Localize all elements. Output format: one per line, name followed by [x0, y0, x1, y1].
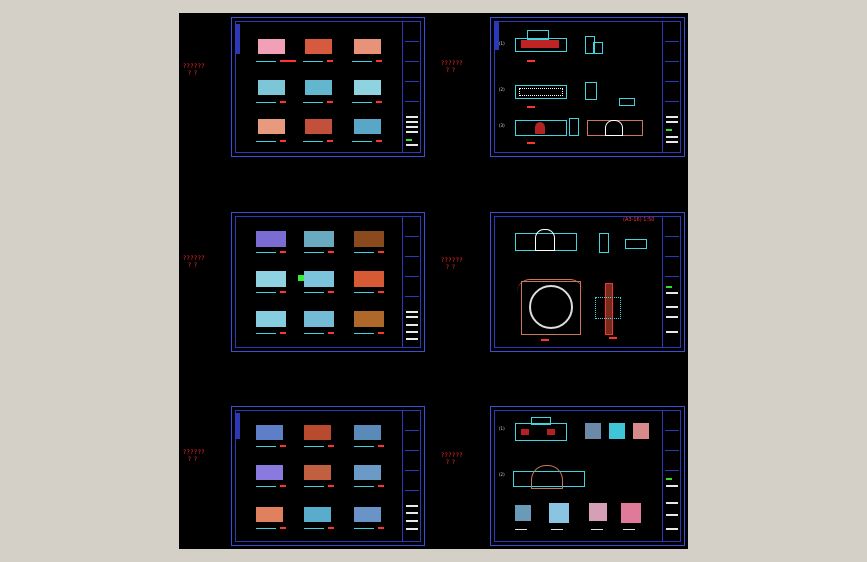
side-strip	[235, 24, 240, 54]
thumb-panel	[354, 507, 381, 522]
thumb-panel	[354, 425, 381, 440]
title-block	[662, 216, 681, 348]
row-mark: (1)	[499, 426, 505, 431]
thumb-panel	[256, 465, 283, 480]
pattern-tile	[515, 505, 531, 521]
elevation-drawing	[515, 38, 567, 52]
sheet-label-2: ?????? ? ?	[441, 60, 464, 74]
thumb-panel	[354, 465, 381, 480]
side-strip	[235, 413, 240, 439]
drawing-sheet-3[interactable]	[231, 212, 425, 352]
elevation-drawing	[515, 120, 567, 136]
thumb-panel	[354, 119, 381, 134]
title-block	[402, 410, 421, 542]
sheet-label-3: ?????? ? ?	[183, 255, 206, 269]
thumb-panel	[258, 80, 285, 95]
thumb-panel	[304, 465, 331, 480]
row-mark: (2)	[499, 472, 505, 477]
thumb-panel	[256, 271, 286, 287]
thumb-panel	[304, 271, 334, 287]
thumb-panel	[305, 80, 332, 95]
pattern-tile	[609, 423, 625, 439]
drawing-sheet-5[interactable]	[231, 406, 425, 546]
pattern-tile	[549, 503, 569, 523]
pattern-tile	[585, 423, 601, 439]
sheet-label-1: ?????? ? ?	[183, 63, 206, 77]
drawing-sheet-6[interactable]: (1) (2)	[490, 406, 685, 546]
pattern-tile	[633, 423, 649, 439]
thumb-panel	[305, 119, 332, 134]
thumb-panel	[354, 271, 384, 287]
sheet-annotation: (A3-16) 1:50	[623, 217, 655, 223]
thumb-panel	[354, 80, 381, 95]
title-block	[662, 21, 681, 153]
wall-elevation	[515, 423, 567, 441]
sheet-label-5: ?????? ? ?	[183, 449, 206, 463]
thumb-panel	[256, 507, 283, 522]
thumb-panel	[256, 425, 283, 440]
thumb-panel	[304, 231, 334, 247]
thumb-panel	[258, 119, 285, 134]
title-block	[402, 216, 421, 348]
thumb-panel	[304, 425, 331, 440]
row-mark: (2)	[499, 87, 505, 92]
drawing-sheet-1[interactable]	[231, 17, 425, 157]
thumb-panel	[354, 231, 384, 247]
side-strip	[494, 22, 499, 50]
thumb-panel	[354, 311, 384, 327]
elevation-drawing	[515, 85, 567, 99]
thumb-panel	[354, 39, 381, 54]
thumb-panel	[304, 311, 334, 327]
row-mark: (3)	[499, 123, 505, 128]
row-mark: (1)	[499, 41, 505, 46]
pattern-tile	[589, 503, 607, 521]
drawing-sheet-2[interactable]: (1) (2) (3)	[490, 17, 685, 157]
drawing-sheet-4[interactable]: (A3-16) 1:50	[490, 212, 685, 352]
thumb-panel	[304, 507, 331, 522]
title-block	[662, 410, 681, 542]
pillar-section	[605, 283, 613, 335]
pattern-tile	[621, 503, 641, 523]
thumb-panel	[256, 231, 286, 247]
title-block	[402, 21, 421, 153]
thumb-panel	[305, 39, 332, 54]
gate-section	[521, 281, 581, 335]
selection-grip[interactable]	[298, 275, 304, 281]
thumb-panel	[256, 311, 286, 327]
sheet-label-6: ?????? ? ?	[441, 452, 464, 466]
sheet-label-4: ?????? ? ?	[441, 257, 464, 271]
drawing-canvas[interactable]: ?????? ? ? ?????? ? ? ?????? ? ? ?????? …	[179, 13, 688, 549]
thumb-panel	[258, 39, 285, 54]
